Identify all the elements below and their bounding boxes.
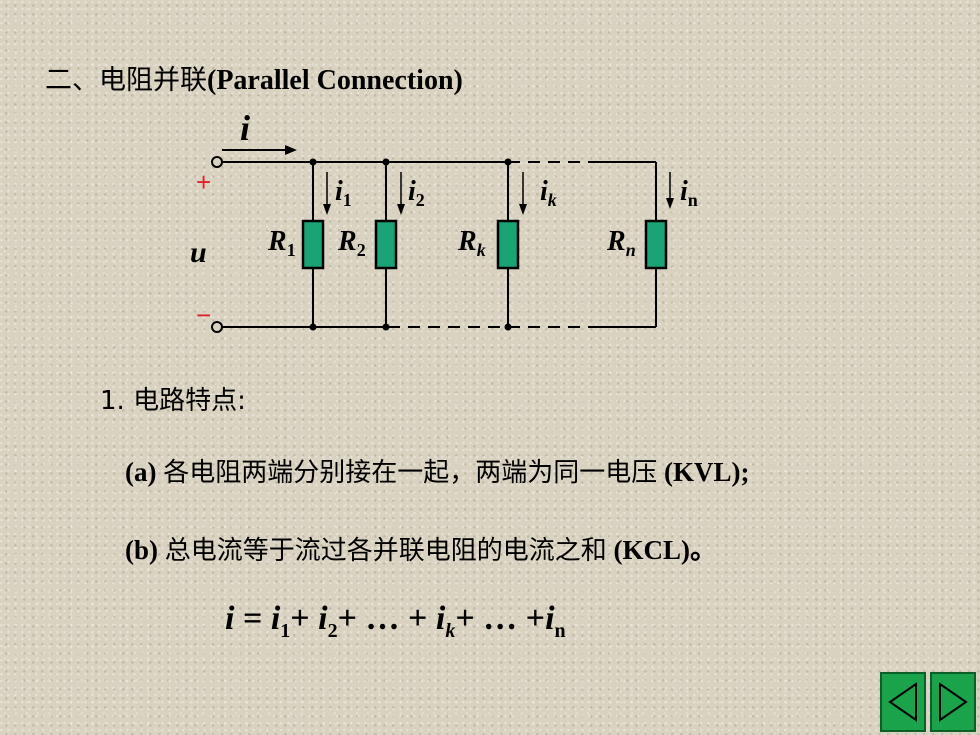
point-a-tag: (KVL);: [664, 457, 750, 487]
branch-k-resistor: R: [457, 226, 477, 257]
triangle-right-icon: [939, 682, 968, 722]
branch-n: in Rn: [606, 162, 698, 327]
bottom-terminal: [211, 321, 223, 333]
voltage-label: u: [190, 236, 207, 269]
branch-k-resistor-sub: k: [477, 240, 486, 260]
svg-text:ik: ik: [540, 176, 557, 210]
point-b-tag: (KCL)。: [613, 535, 718, 565]
branch-1-resistor: R: [267, 226, 287, 257]
branch-1-current: i: [335, 176, 343, 207]
minus-sign: −: [196, 300, 211, 330]
title-english: (Parallel Connection): [207, 65, 463, 96]
resistor-rk: [496, 219, 520, 270]
resistor-r2: [374, 219, 398, 270]
formula-t2: i: [318, 600, 328, 637]
branch-k: ik Rk: [457, 158, 557, 331]
total-current-arrowhead: [285, 145, 297, 155]
formula-plus1: +: [290, 600, 319, 637]
formula-tn: i: [545, 600, 555, 637]
top-terminal: [211, 156, 223, 168]
section-heading: 1. 电路特点:: [100, 380, 980, 417]
formula-tn-sub: n: [554, 619, 566, 642]
resistor-rn: [644, 219, 668, 270]
branch-n-current: i: [680, 176, 688, 207]
svg-text:R1: R1: [267, 226, 296, 260]
svg-text:i1: i1: [335, 176, 352, 210]
svg-text:Rn: Rn: [606, 226, 636, 260]
branch-k-current: i: [540, 176, 548, 207]
branch-n-current-sub: n: [688, 190, 698, 210]
formula-tk-sub: k: [445, 619, 456, 642]
formula-t1: i: [270, 600, 281, 637]
svg-text:R2: R2: [337, 226, 366, 260]
total-current-label: i: [240, 108, 250, 148]
formula-plus3: + … +: [455, 600, 546, 637]
formula-equals: =: [234, 600, 271, 637]
next-slide-button[interactable]: [930, 672, 976, 732]
current-sum-formula: i = i1+ i2+ … + ik+ … +in: [225, 600, 566, 643]
point-b-text: 总电流等于流过各并联电阻的电流之和: [164, 536, 607, 566]
formula-tk: i: [435, 600, 446, 637]
branch-2-current-sub: 2: [416, 190, 425, 210]
branch-n-resistor: R: [606, 226, 626, 257]
section-heading-text: 1. 电路特点:: [100, 386, 246, 416]
point-a-text: 各电阻两端分别接在一起，两端为同一电压: [163, 458, 658, 488]
slide-title: 二、电阻并联(Parallel Connection): [45, 58, 463, 97]
triangle-left-icon: [888, 682, 917, 722]
branch-2-resistor-sub: 2: [357, 240, 366, 260]
branch-1-current-sub: 1: [343, 190, 352, 210]
svg-text:i2: i2: [408, 176, 425, 210]
point-a: (a) 各电阻两端分别接在一起，两端为同一电压 (KVL);: [125, 452, 980, 489]
point-b: (b) 总电流等于流过各并联电阻的电流之和 (KCL)。: [125, 528, 980, 567]
point-b-label: (b): [125, 535, 158, 565]
point-a-label: (a): [125, 457, 157, 487]
formula-lhs: i: [225, 600, 235, 637]
formula-t2-sub: 2: [327, 619, 338, 642]
branch-2-resistor: R: [337, 226, 357, 257]
branch-2: i2 R2: [337, 158, 425, 331]
branch-1-resistor-sub: 1: [287, 240, 296, 260]
resistor-r1: [301, 219, 325, 270]
svg-text:in: in: [680, 176, 698, 210]
svg-text:Rk: Rk: [457, 226, 486, 260]
previous-slide-button[interactable]: [880, 672, 926, 732]
title-chinese: 二、电阻并联: [45, 65, 207, 96]
formula-plus2: + … +: [337, 600, 436, 637]
branch-k-current-sub: k: [548, 190, 557, 210]
plus-sign: +: [196, 167, 211, 197]
branch-1: i1 R1: [267, 158, 352, 331]
formula-t1-sub: 1: [280, 619, 291, 642]
branch-2-current: i: [408, 176, 416, 207]
branch-n-resistor-sub: n: [626, 240, 636, 260]
